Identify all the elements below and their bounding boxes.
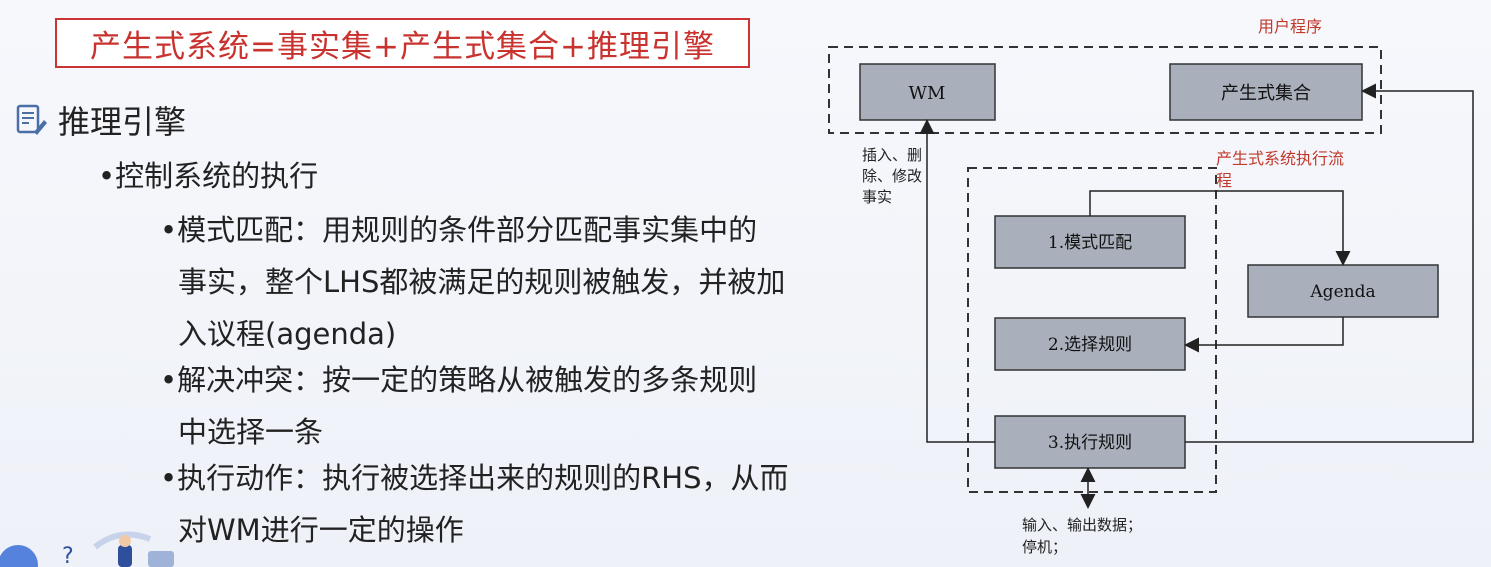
bullet-line: 中选择一条 — [178, 415, 324, 449]
arrow-match-to-agenda — [1089, 190, 1351, 266]
bullet-control: •控制系统的执行 — [98, 159, 319, 193]
step2-box — [994, 317, 1186, 371]
user-program-frame — [828, 46, 1382, 134]
insert-label-line3: 事实 — [862, 188, 892, 206]
wm-label: WM — [909, 83, 946, 104]
bullet-line: 事实，整个LHS都被满足的规则被触发，并被加 — [178, 265, 786, 299]
production-set-label: 产生式集合 — [1221, 83, 1311, 104]
production-set-box — [1169, 63, 1363, 121]
bullet-conflict-resolution: •解决冲突：按一定的策略从被触发的多条规则 中选择一条 — [160, 354, 757, 458]
arrow-agenda-to-select — [1184, 317, 1344, 353]
bullet-execute-action: •执行动作：执行被选择出来的规则的RHS，从而 对WM进行一定的操作 — [160, 452, 788, 556]
step1-label: 1.模式匹配 — [1048, 233, 1132, 253]
insert-label-line2: 除、修改 — [862, 167, 922, 185]
bullet-line: 对WM进行一定的操作 — [178, 513, 464, 547]
title-box: 产生式系统=事实集+产生式集合+推理引擎 — [55, 18, 750, 68]
bullet-pattern-match: •模式匹配：用规则的条件部分匹配事实集中的 事实，整个LHS都被满足的规则被触发… — [160, 204, 785, 360]
flow-label-line2: 程 — [1216, 171, 1232, 190]
step3-label: 3.执行规则 — [1048, 433, 1132, 453]
notepad-icon — [16, 104, 47, 135]
question-mark-icon: ? — [62, 544, 74, 567]
slide-title: 产生式系统=事实集+产生式集合+推理引擎 — [90, 28, 715, 65]
io-label-line2: 停机； — [1022, 538, 1067, 556]
agenda-label: Agenda — [1309, 282, 1375, 302]
step2-label: 2.选择规则 — [1048, 335, 1132, 355]
arrow-step3-to-production-set — [1185, 83, 1474, 443]
bullet-line: •执行动作：执行被选择出来的规则的RHS，从而 — [160, 461, 789, 495]
insert-label-line1: 插入、删 — [862, 146, 922, 164]
decorative-robot-illustration: ? — [0, 531, 174, 567]
user-program-label: 用户程序 — [1258, 17, 1322, 36]
flow-label-line1: 产生式系统执行流 — [1216, 149, 1344, 168]
section-title: 推理引擎 — [58, 103, 187, 141]
section-header: 推理引擎 — [14, 97, 186, 143]
bullet-line: •解决冲突：按一定的策略从被触发的多条规则 — [160, 363, 758, 397]
io-label-line1: 输入、输出数据； — [1022, 516, 1142, 534]
bullet-line: •模式匹配：用规则的条件部分匹配事实集中的 — [160, 213, 758, 247]
agenda-box — [1247, 264, 1439, 318]
arrow-step3-to-wm — [919, 119, 995, 443]
step3-box — [994, 415, 1186, 469]
bullet-line: 入议程(agenda) — [178, 317, 397, 351]
